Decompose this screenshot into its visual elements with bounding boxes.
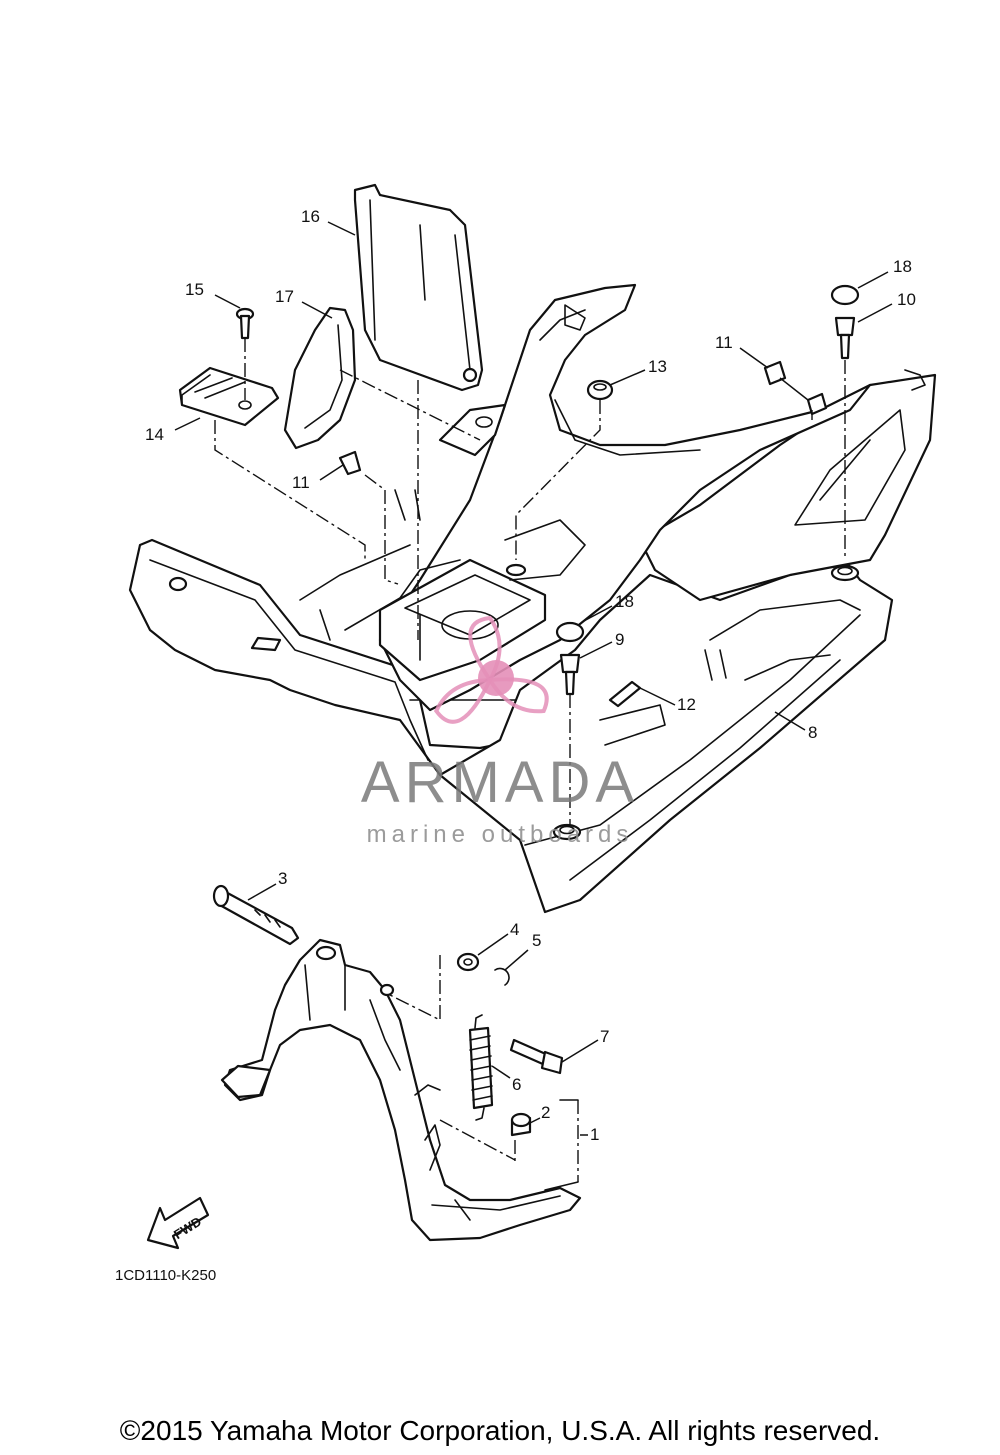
callout-18-right: 18 xyxy=(893,257,912,276)
callout-11-left: 11 xyxy=(292,473,310,492)
callout-9: 9 xyxy=(615,630,624,649)
assembly-lines xyxy=(214,338,846,825)
callout-2: 2 xyxy=(541,1103,550,1122)
floor-board-assembly xyxy=(128,283,937,914)
center-stand-assembly xyxy=(212,884,582,1242)
part-17-gasket xyxy=(283,306,357,450)
propeller-blade xyxy=(468,615,502,684)
callout-4: 4 xyxy=(510,920,519,939)
part-18-cap-right xyxy=(830,284,860,306)
watermark-brand: ARMADA xyxy=(361,750,639,815)
callout-1: 1 xyxy=(590,1125,599,1144)
part-15-screw xyxy=(235,307,255,340)
callout-17: 17 xyxy=(275,287,294,306)
callout-18-center: 18 xyxy=(615,592,634,611)
propeller-hub xyxy=(478,660,514,696)
leader-lines xyxy=(174,221,893,1136)
watermark-tagline: marine outboards xyxy=(367,821,634,848)
callout-10: 10 xyxy=(897,290,916,309)
part-11-clip-mount xyxy=(806,392,828,416)
part-18-cap-center xyxy=(555,621,585,643)
part-11-clip-left xyxy=(338,450,362,476)
part-10-bolt xyxy=(834,316,856,360)
part-11-clip-right xyxy=(763,360,787,386)
callout-3: 3 xyxy=(278,869,287,888)
part-16-cover xyxy=(353,183,484,392)
forward-direction-arrow: FWD xyxy=(146,1196,210,1250)
callout-8: 8 xyxy=(808,723,817,742)
propeller-blade xyxy=(434,677,494,724)
part-9-bolt xyxy=(559,653,581,696)
callout-12: 12 xyxy=(677,695,696,714)
callout-14: 14 xyxy=(145,425,164,444)
propeller-blade xyxy=(486,677,549,714)
part-14-pad xyxy=(178,366,280,427)
callout-7: 7 xyxy=(600,1027,609,1046)
callout-15: 15 xyxy=(185,280,204,299)
copyright-notice: ©2015 Yamaha Motor Corporation, U.S.A. A… xyxy=(120,1415,880,1446)
callout-16: 16 xyxy=(301,207,320,226)
callout-6: 6 xyxy=(512,1075,521,1094)
callout-5: 5 xyxy=(532,931,541,950)
diagram-code: 1CD1110-K250 xyxy=(115,1267,216,1284)
callout-13: 13 xyxy=(648,357,667,376)
armada-watermark: ARMADA marine outboards xyxy=(361,615,639,848)
propeller-logo-icon xyxy=(434,615,549,724)
callout-11-right: 11 xyxy=(715,333,733,352)
callout-labels: 16 17 15 14 11 13 11 18 10 18 9 12 8 3 4… xyxy=(145,207,916,1144)
